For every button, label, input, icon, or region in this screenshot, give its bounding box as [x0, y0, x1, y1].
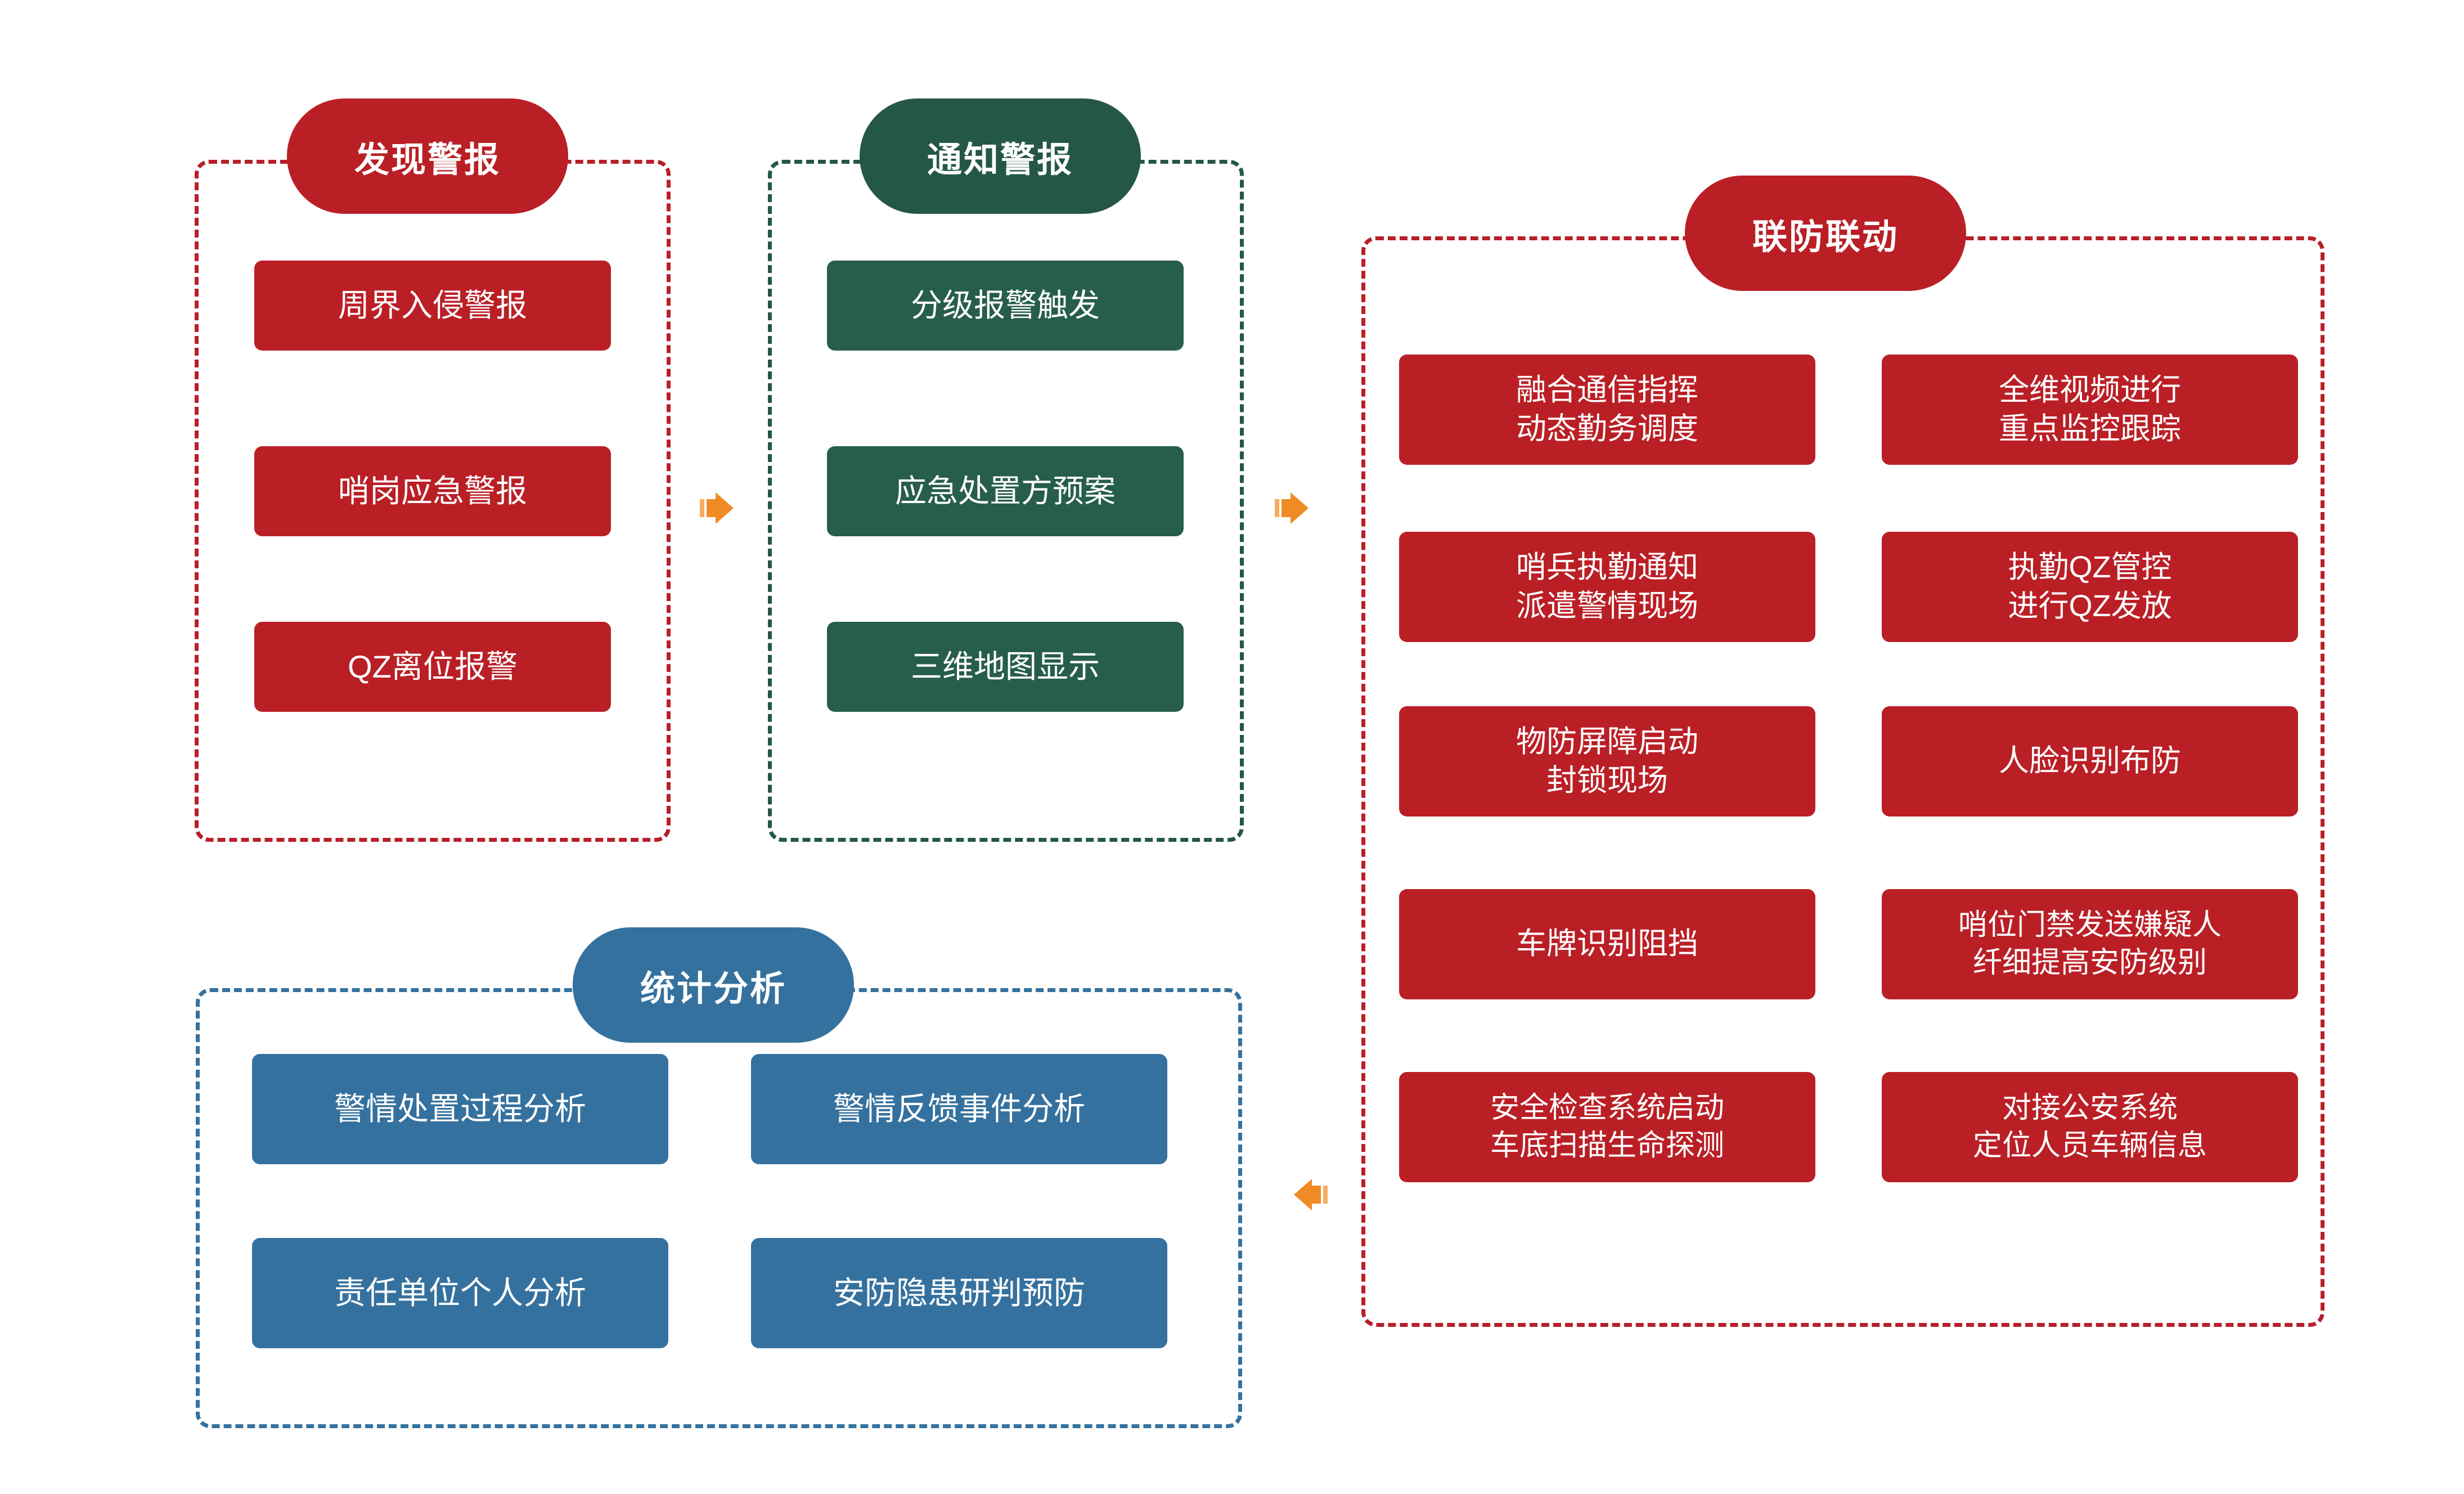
box-discover-alarm-3[interactable]: QZ离位报警 — [254, 622, 611, 712]
badge-joint-defense[interactable]: 联防联动 — [1685, 176, 1966, 291]
badge-statistics-analysis[interactable]: 统计分析 — [573, 927, 854, 1043]
right-arrow-icon-2 — [1270, 481, 1324, 535]
box-notify-alarm-3[interactable]: 三维地图显示 — [827, 622, 1184, 712]
box-joint-defense-1[interactable]: 融合通信指挥 动态勤务调度 — [1399, 355, 1815, 465]
box-discover-alarm-1[interactable]: 周界入侵警报 — [254, 261, 611, 351]
badge-discover-alarm[interactable]: 发现警报 — [287, 98, 568, 214]
box-joint-defense-2[interactable]: 全维视频进行 重点监控跟踪 — [1882, 355, 2298, 465]
right-arrow-icon-1 — [695, 481, 749, 535]
box-joint-defense-7[interactable]: 车牌识别阻挡 — [1399, 889, 1815, 999]
box-joint-defense-10[interactable]: 对接公安系统 定位人员车辆信息 — [1882, 1072, 2298, 1182]
box-joint-defense-9[interactable]: 安全检查系统启动 车底扫描生命探测 — [1399, 1072, 1815, 1182]
box-joint-defense-5[interactable]: 物防屏障启动 封锁现场 — [1399, 706, 1815, 816]
box-statistics-analysis-4[interactable]: 安防隐患研判预防 — [751, 1238, 1167, 1348]
box-statistics-analysis-1[interactable]: 警情处置过程分析 — [252, 1054, 668, 1164]
box-joint-defense-3[interactable]: 哨兵执勤通知 派遣警情现场 — [1399, 532, 1815, 642]
left-arrow-icon-3 — [1278, 1168, 1332, 1222]
box-statistics-analysis-2[interactable]: 警情反馈事件分析 — [751, 1054, 1167, 1164]
box-discover-alarm-2[interactable]: 哨岗应急警报 — [254, 446, 611, 536]
box-joint-defense-6[interactable]: 人脸识别布防 — [1882, 706, 2298, 816]
badge-notify-alarm[interactable]: 通知警报 — [860, 98, 1141, 214]
box-notify-alarm-2[interactable]: 应急处置方预案 — [827, 446, 1184, 536]
box-joint-defense-4[interactable]: 执勤QZ管控 进行QZ发放 — [1882, 532, 2298, 642]
box-notify-alarm-1[interactable]: 分级报警触发 — [827, 261, 1184, 351]
box-statistics-analysis-3[interactable]: 责任单位个人分析 — [252, 1238, 668, 1348]
box-joint-defense-8[interactable]: 哨位门禁发送嫌疑人 纤细提高安防级别 — [1882, 889, 2298, 999]
